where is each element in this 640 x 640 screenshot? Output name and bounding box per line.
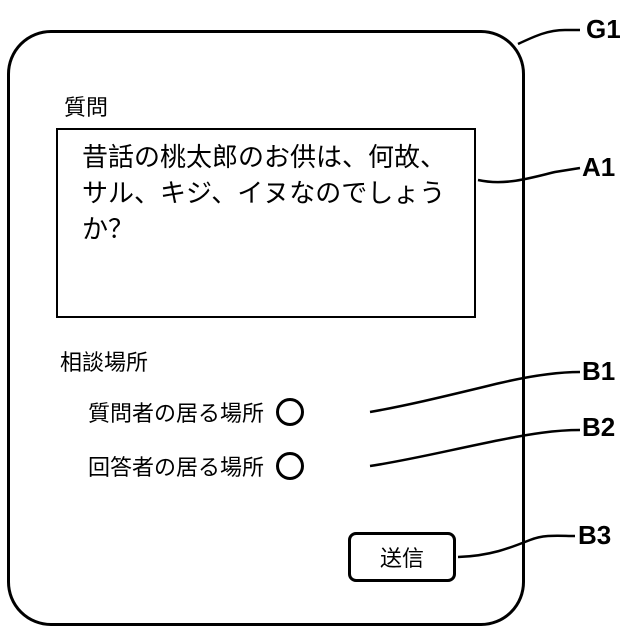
callout-a1: A1 [582, 152, 615, 183]
callout-g1: G1 [586, 14, 621, 45]
leader-line-b1 [370, 372, 580, 412]
leader-line-b3 [458, 536, 575, 557]
leader-line-b2 [370, 430, 580, 466]
callout-b2: B2 [582, 412, 615, 443]
callout-b1: B1 [582, 356, 615, 387]
leader-line-a1 [478, 168, 580, 182]
callout-b3: B3 [578, 520, 611, 551]
leader-line-g1 [518, 30, 580, 44]
